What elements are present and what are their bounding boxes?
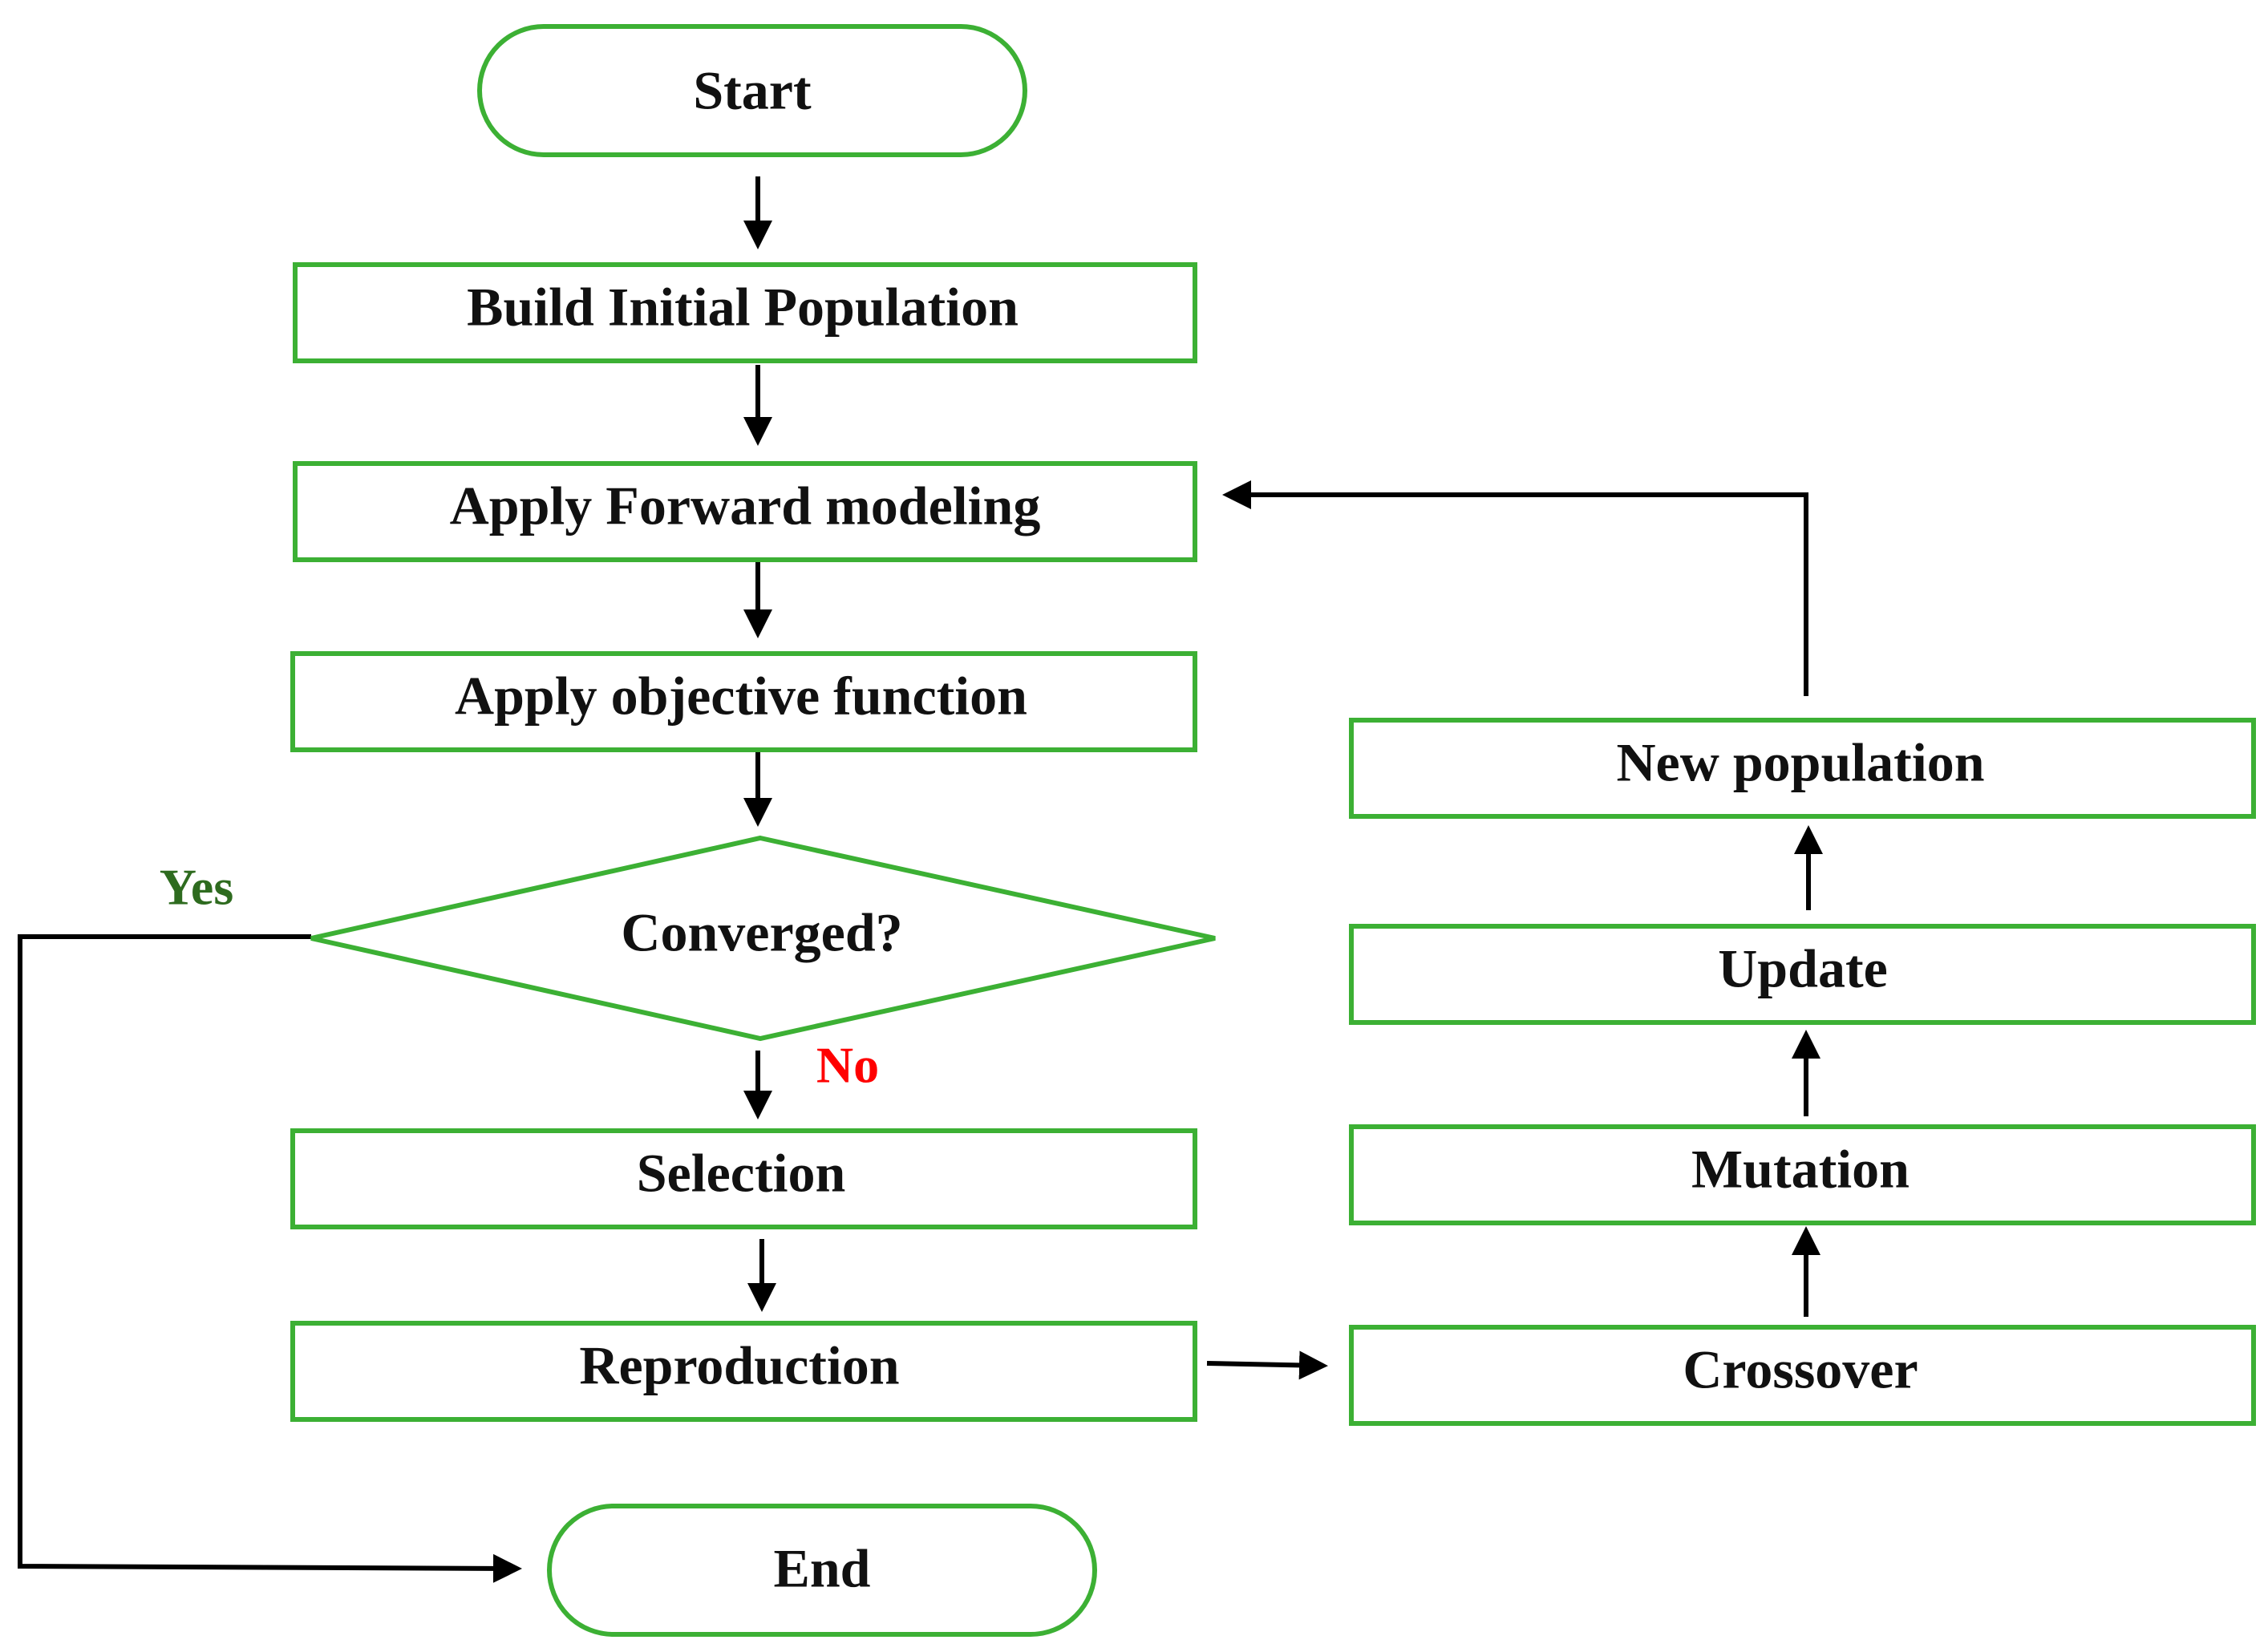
apply-forward-modeling-step: Apply Forward modeling [293,461,1197,562]
selection-label: Selection [637,1143,846,1204]
mutation-label: Mutation [1691,1139,1910,1200]
build-initial-population-label: Build Initial Population [467,277,1019,338]
new-population-label: New population [1616,732,1984,793]
end-label: End [774,1538,871,1599]
crossover-label: Crossover [1683,1339,1918,1400]
end-terminal: End [547,1504,1097,1637]
apply-forward-modeling-label: Apply Forward modeling [450,476,1041,536]
update-label: Update [1718,938,1888,999]
update-step: Update [1349,924,2256,1025]
new-population-step: New population [1349,718,2256,819]
arrow-reproduction-to-crossover [1206,1350,1328,1380]
converged-decision: Converged? [310,835,1216,1042]
start-terminal: Start [477,24,1027,157]
start-label: Start [693,60,812,121]
yes-branch-label: Yes [160,859,233,916]
selection-step: Selection [290,1128,1197,1229]
apply-objective-function-label: Apply objective function [455,666,1027,727]
edges [18,176,1823,1583]
converged-label: Converged? [621,902,902,963]
arrow-new-population-to-forward [1222,480,1808,696]
apply-objective-function-step: Apply objective function [290,651,1197,752]
mutation-step: Mutation [1349,1124,2256,1225]
reproduction-label: Reproduction [579,1335,899,1396]
no-branch-label: No [816,1037,879,1094]
build-initial-population-step: Build Initial Population [293,262,1197,363]
reproduction-step: Reproduction [290,1321,1197,1422]
arrow-converged-yes-to-end [18,934,522,1583]
crossover-step: Crossover [1349,1325,2256,1426]
